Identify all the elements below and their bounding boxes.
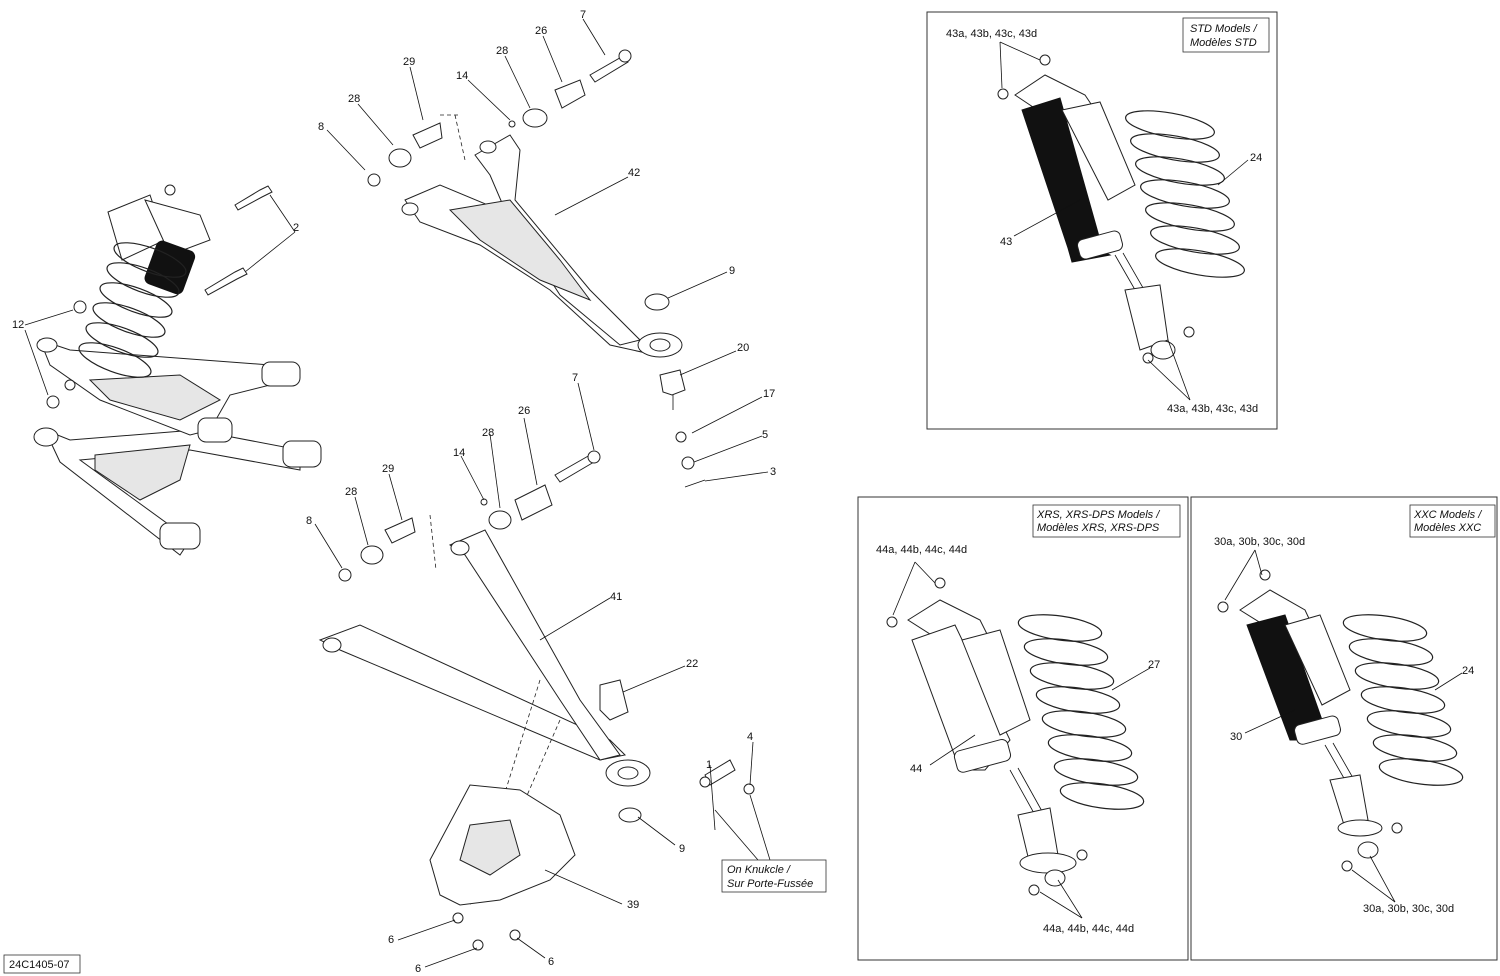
callout-7b: 7: [572, 372, 578, 384]
assembled-suspension: [24, 184, 322, 556]
callout-14b: 14: [453, 447, 465, 459]
callout-39: 39: [627, 899, 639, 911]
callout-xxc-bottom: 30a, 30b, 30c, 30d: [1363, 903, 1454, 915]
callout-28c: 28: [482, 427, 494, 439]
diagram-id-box: [3, 954, 81, 974]
callout-xrs-top: 44a, 44b, 44c, 44d: [876, 544, 967, 556]
callout-17: 17: [763, 388, 775, 400]
callout-std-bottom: 43a, 43b, 43c, 43d: [1167, 403, 1258, 415]
callout-27: 27: [1148, 659, 1160, 671]
xxc-title-line2: Modèles XXC: [1414, 522, 1481, 534]
callout-24a: 24: [1250, 152, 1262, 164]
callout-8a: 8: [318, 121, 324, 133]
callout-14a: 14: [456, 70, 468, 82]
callout-43: 43: [1000, 236, 1012, 248]
callout-44: 44: [910, 763, 922, 775]
xrs-title-line2: Modèles XRS, XRS-DPS: [1037, 522, 1160, 534]
callout-22: 22: [686, 658, 698, 670]
upper-a-arm-42: [367, 49, 706, 488]
callout-3: 3: [770, 466, 776, 478]
callout-9b: 9: [679, 843, 685, 855]
xxc-title-line1: XXC Models /: [1413, 509, 1482, 521]
std-title-line1: STD Models /: [1190, 23, 1258, 35]
callout-9a: 9: [729, 265, 735, 277]
xrs-title-line1: XRS, XRS-DPS Models /: [1036, 509, 1160, 521]
callout-7a: 7: [580, 9, 586, 21]
callout-29b: 29: [382, 463, 394, 475]
xrs-models-panel: [857, 496, 1189, 961]
callout-4: 4: [747, 731, 753, 743]
std-models-panel: [926, 11, 1278, 430]
callout-std-top: 43a, 43b, 43c, 43d: [946, 28, 1037, 40]
callout-30: 30: [1230, 731, 1242, 743]
callout-6c: 6: [548, 956, 554, 968]
knuckle-line2: Sur Porte-Fussée: [727, 878, 813, 890]
callout-6a: 6: [388, 934, 394, 946]
callout-29a: 29: [403, 56, 415, 68]
callout-1: 1: [706, 759, 712, 771]
panel-titles: STD Models / Modèles STD XRS, XRS-DPS Mo…: [9, 23, 1482, 971]
callout-24b: 24: [1462, 665, 1474, 677]
xxc-models-panel: [1190, 496, 1498, 961]
callout-26b: 26: [518, 405, 530, 417]
callout-26a: 26: [535, 25, 547, 37]
lower-a-arm-41: [318, 450, 755, 951]
callout-42: 42: [628, 167, 640, 179]
callout-28d: 28: [345, 486, 357, 498]
callout-8b: 8: [306, 515, 312, 527]
knuckle-line1: On Knukcle /: [727, 864, 791, 876]
callout-xrs-bottom: 44a, 44b, 44c, 44d: [1043, 923, 1134, 935]
callout-labels: 7 26 28 29 14 28 8 42 2 12 9 20 17 5 3 7…: [12, 9, 1474, 975]
knuckle-note-box: [721, 859, 827, 893]
callout-2: 2: [293, 222, 299, 234]
callout-12: 12: [12, 319, 24, 331]
callout-6b: 6: [415, 963, 421, 975]
callout-xxc-top: 30a, 30b, 30c, 30d: [1214, 536, 1305, 548]
callout-28a: 28: [496, 45, 508, 57]
callout-20: 20: [737, 342, 749, 354]
callout-41: 41: [610, 591, 622, 603]
callout-5: 5: [762, 429, 768, 441]
std-title-line2: Modèles STD: [1190, 37, 1257, 49]
callout-28b: 28: [348, 93, 360, 105]
diagram-id: 24C1405-07: [9, 959, 70, 971]
callout-leaders: [314, 18, 771, 968]
